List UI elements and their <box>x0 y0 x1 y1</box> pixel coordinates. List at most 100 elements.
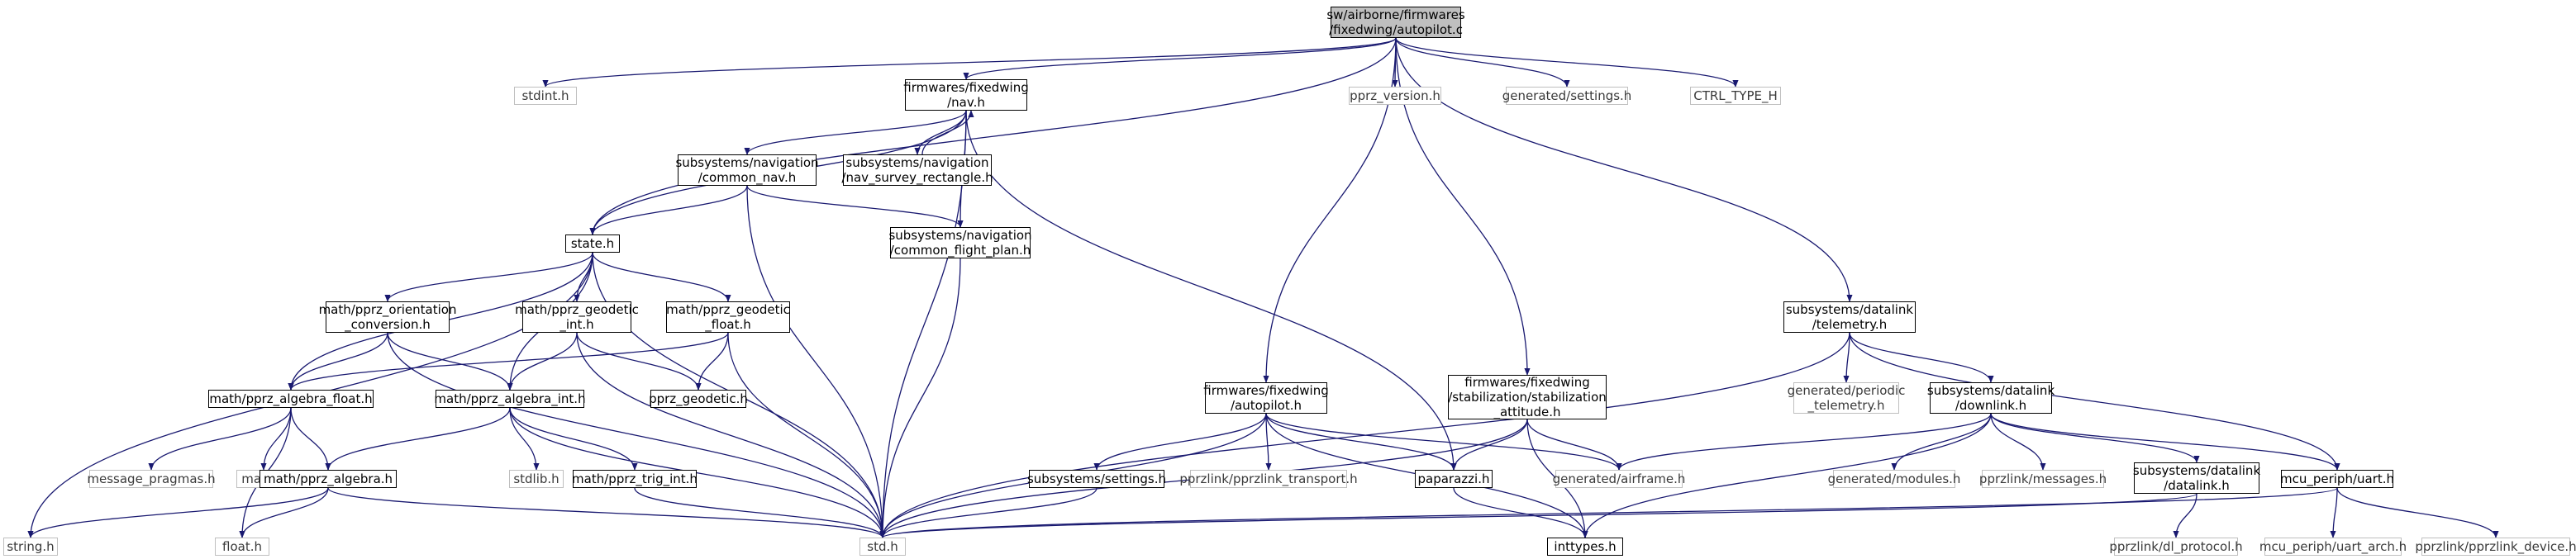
node-orientation-conversion-h[interactable]: math/pprz_orientation_conversion.h <box>319 301 456 333</box>
node-label-line: sw/airborne/firmwares <box>1326 7 1465 22</box>
node-fw-autopilot-h[interactable]: firmwares/fixedwing/autopilot.h <box>1203 382 1329 414</box>
node-subsystems-settings-h[interactable]: subsystems/settings.h <box>1027 470 1166 488</box>
node-std-h[interactable]: std.h <box>859 538 906 556</box>
node-geodetic-float-h[interactable]: math/pprz_geodetic_float.h <box>666 301 790 333</box>
node-label-line: math/pprz_trig_int.h <box>572 471 698 486</box>
edge-nav_h-to-common_nav_h <box>744 110 967 155</box>
edge-orientation_h-to-std_h <box>387 332 886 538</box>
node-nav-survey-rectangle-h[interactable]: subsystems/navigation/nav_survey_rectang… <box>841 154 993 186</box>
edge-common_nav_h-to-state_h <box>589 185 748 235</box>
node-algebra-int-h[interactable]: math/pprz_algebra_int.h <box>434 390 586 408</box>
node-label-line: generated/airframe.h <box>1552 471 1686 486</box>
node-label-line: std.h <box>867 539 898 554</box>
node-stdint-h[interactable]: stdint.h <box>514 87 577 105</box>
node-inttypes-h[interactable]: inttypes.h <box>1547 538 1623 556</box>
node-label-line: pprzlink/dl_protocol.h <box>2109 539 2243 554</box>
edge-algebra_h-to-float_h <box>239 487 329 538</box>
node-pprzlink-device-h[interactable]: pprzlink/pprzlink_device.h <box>2415 538 2576 556</box>
node-telemetry-h[interactable]: subsystems/datalink/telemetry.h <box>1783 301 1916 333</box>
node-message-pragmas-h[interactable]: message_pragmas.h <box>87 470 216 488</box>
edge-stab_attitude_h-to-paparazzi_h <box>1450 419 1528 471</box>
node-uart-arch-h[interactable]: mcu_periph/uart_arch.h <box>2259 538 2407 556</box>
node-generated-settings-h[interactable]: generated/settings.h <box>1502 87 1631 105</box>
edge-downlink_h-to-datalink_h <box>1990 413 2200 463</box>
node-label-line: firmwares/fixedwing <box>1464 375 1590 390</box>
node-string-h[interactable]: string.h <box>3 538 58 556</box>
edge-geodetic_int_h-to-std_h <box>576 332 886 538</box>
node-label-line: generated/modules.h <box>1827 471 1961 486</box>
node-dl-protocol-h[interactable]: pprzlink/dl_protocol.h <box>2109 538 2243 556</box>
node-autopilot-c[interactable]: sw/airborne/firmwares/fixedwing/autopilo… <box>1326 7 1465 38</box>
edge-algebra_int_h-to-stdlib_h <box>509 407 540 471</box>
edge-telemetry_h-to-downlink_h <box>1849 332 1994 383</box>
node-label-line: _int.h <box>559 317 594 332</box>
node-stabilization-attitude-h[interactable]: firmwares/fixedwing/stabilization/stabil… <box>1448 375 1607 419</box>
edge-downlink_h-to-pprzlink_messages_h <box>1990 413 2046 471</box>
node-algebra-float-h[interactable]: math/pprz_algebra_float.h <box>208 390 374 408</box>
edge-geodetic_float_h-to-pprz_geodetic_h <box>695 332 729 391</box>
edge-downlink_h-to-uart_h <box>1990 413 2340 471</box>
node-nav-h[interactable]: firmwares/fixedwing/nav.h <box>903 79 1029 111</box>
node-downlink-h[interactable]: subsystems/datalink/downlink.h <box>1927 382 2055 414</box>
node-generated-modules-h[interactable]: generated/modules.h <box>1828 470 1960 488</box>
node-label-line: _float.h <box>705 317 751 332</box>
node-label-line: /telemetry.h <box>1812 317 1888 332</box>
edge-geodetic_int_h-to-algebra_int_h <box>507 332 578 391</box>
node-datalink-h[interactable]: subsystems/datalink/datalink.h <box>2132 462 2261 494</box>
node-ctrl-type-h[interactable]: CTRL_TYPE_H <box>1690 87 1781 105</box>
node-uart-h[interactable]: mcu_periph/uart.h <box>2279 470 2395 488</box>
edge-datalink_h-to-std_h <box>879 493 2197 538</box>
edge-fw_autopilot_h-to-gen_airframe_h <box>1265 413 1622 471</box>
edge-downlink_h-to-gen_modules_h <box>1891 413 1992 471</box>
node-label-line: _attitude.h <box>1493 405 1561 419</box>
edge-autopilot_c-to-telemetry_h <box>1395 37 1853 302</box>
node-label-line: math/pprz_algebra_float.h <box>209 391 373 406</box>
node-pprzlink-messages-h[interactable]: pprzlink/messages.h <box>1979 470 2107 488</box>
node-label-line: /nav_survey_rectangle.h <box>841 170 993 185</box>
node-label-line: pprz_version.h <box>1350 88 1440 103</box>
edge-trig_int_h-to-std_h <box>634 487 886 538</box>
edge-orientation_h-to-algebra_float_h <box>288 332 388 391</box>
node-label-line: /common_nav.h <box>698 170 797 185</box>
node-stdlib-h[interactable]: stdlib.h <box>509 470 564 488</box>
node-geodetic-int-h[interactable]: math/pprz_geodetic_int.h <box>515 301 639 333</box>
edge-algebra_float_h-to-message_pragmas_h <box>148 407 292 471</box>
node-label-line: mcu_periph/uart.h <box>2279 471 2395 486</box>
edge-autopilot_c-to-nav_h <box>963 37 1397 80</box>
node-label-line: CTRL_TYPE_H <box>1693 88 1778 103</box>
node-pprzlink-transport-h[interactable]: pprzlink/pprzlink_transport.h <box>1179 470 1358 488</box>
node-pprz-version-h[interactable]: pprz_version.h <box>1349 87 1441 105</box>
node-pprz-geodetic-h[interactable]: pprz_geodetic.h <box>649 390 748 408</box>
node-label-line: generated/periodic <box>1787 383 1906 398</box>
node-label-line: subsystems/navigation <box>675 155 819 170</box>
node-paparazzi-h[interactable]: paparazzi.h <box>1415 470 1493 488</box>
edge-geodetic_float_h-to-algebra_float_h <box>288 332 729 391</box>
edge-fw_autopilot_h-to-subsys_settings_h <box>1093 413 1267 471</box>
node-label-line: subsystems/navigation <box>845 155 989 170</box>
edge-nav_h-to-paparazzi_h <box>965 110 1457 471</box>
edge-telemetry_h-to-periodic_telemetry_h <box>1843 332 1850 383</box>
node-label-line: firmwares/fixedwing <box>903 80 1029 95</box>
node-label-line: /datalink.h <box>2164 478 2230 493</box>
node-common-flight-plan-h[interactable]: subsystems/navigation/common_flight_plan… <box>888 227 1032 258</box>
edge-fw_autopilot_h-to-pprzlink_transport_h <box>1265 413 1272 471</box>
node-float-h[interactable]: float.h <box>215 538 269 556</box>
edge-telemetry_h-to-std_h <box>879 332 1850 538</box>
node-label-line: pprz_geodetic.h <box>649 391 748 406</box>
node-label-line: /nav.h <box>947 95 985 110</box>
node-label-line: paparazzi.h <box>1417 471 1490 486</box>
node-trig-int-h[interactable]: math/pprz_trig_int.h <box>572 470 698 488</box>
node-state-h[interactable]: state.h <box>565 234 620 253</box>
node-label-line: math/pprz_geodetic <box>515 302 639 317</box>
node-generated-airframe-h[interactable]: generated/airframe.h <box>1552 470 1686 488</box>
edge-algebra_h-to-std_h <box>327 487 886 538</box>
node-label-line: subsystems/datalink <box>2132 463 2261 478</box>
node-label-line: subsystems/navigation <box>888 228 1032 243</box>
node-label-line: /common_flight_plan.h <box>889 243 1031 258</box>
edge-common_nav_h-to-common_flight_plan_h <box>746 185 964 228</box>
node-periodic-telemetry-h[interactable]: generated/periodic_telemetry.h <box>1788 382 1905 414</box>
node-common-nav-h[interactable]: subsystems/navigation/common_nav.h <box>675 154 819 186</box>
node-label-line: /stabilization/stabilization <box>1448 390 1607 405</box>
node-algebra-h[interactable]: math/pprz_algebra.h <box>260 470 397 488</box>
node-label-line: pprzlink/pprzlink_device.h <box>2415 539 2576 554</box>
